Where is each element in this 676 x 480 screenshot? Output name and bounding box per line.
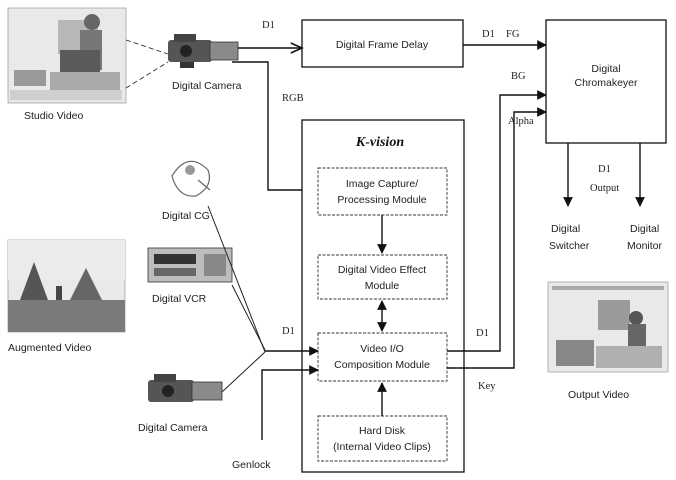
image-capture-label-1: Image Capture/ xyxy=(346,178,418,190)
digital-monitor-label-2: Monitor xyxy=(627,240,663,252)
digital-camera-bottom-icon xyxy=(148,374,222,402)
k-vision-title: K-vision xyxy=(355,135,404,150)
digital-monitor-label-1: Digital xyxy=(630,223,659,235)
image-capture-module xyxy=(318,168,447,215)
signal-alpha: Alpha xyxy=(508,116,534,127)
signal-key: Key xyxy=(478,381,496,392)
signal-d1-out: D1 xyxy=(476,328,489,339)
digital-frame-delay-label: Digital Frame Delay xyxy=(336,39,429,51)
studio-video-image xyxy=(8,8,126,103)
digital-cg-icon xyxy=(172,161,210,196)
hard-disk-label-2: (Internal Video Clips) xyxy=(333,441,431,453)
chromakeyer-label-2: Chromakeyer xyxy=(574,77,638,89)
augmented-video-label: Augmented Video xyxy=(8,342,91,354)
dve-label-2: Module xyxy=(365,280,400,292)
line-vcr-to-io xyxy=(232,285,265,350)
video-io-label-1: Video I/O xyxy=(360,343,404,355)
signal-d1-in: D1 xyxy=(282,326,295,337)
digital-switcher-label-1: Digital xyxy=(551,223,580,235)
digital-vcr-label: Digital VCR xyxy=(152,293,207,305)
digital-cg-label: Digital CG xyxy=(162,210,210,222)
signal-fg: FG xyxy=(506,29,520,40)
image-capture-label-2: Processing Module xyxy=(337,194,426,206)
video-io-label-2: Composition Module xyxy=(334,359,430,371)
digital-switcher-label-2: Switcher xyxy=(549,240,590,252)
output-video-image xyxy=(548,282,668,372)
chromakeyer-label-1: Digital xyxy=(591,63,620,75)
digital-camera-bottom-label: Digital Camera xyxy=(138,422,208,434)
digital-vcr-icon xyxy=(148,248,232,282)
d1-output-label-1: D1 xyxy=(598,164,611,175)
dve-label-1: Digital Video Effect xyxy=(338,264,426,276)
camera-view-line-bottom xyxy=(126,62,168,88)
signal-d1-top: D1 xyxy=(262,20,275,31)
hard-disk-module xyxy=(318,416,447,461)
signal-rgb: RGB xyxy=(282,93,304,104)
augmented-video-image xyxy=(8,240,125,332)
signal-genlock: Genlock xyxy=(232,459,271,471)
signal-d1-fg: D1 xyxy=(482,29,495,40)
video-io-composition-module xyxy=(318,333,447,381)
digital-camera-top-icon xyxy=(168,34,238,68)
signal-bg: BG xyxy=(511,71,526,82)
digital-camera-top-label: Digital Camera xyxy=(172,80,242,92)
hard-disk-label-1: Hard Disk xyxy=(359,425,406,437)
line-camera-to-io xyxy=(222,352,265,392)
camera-view-line-top xyxy=(126,40,168,54)
output-video-label: Output Video xyxy=(568,389,629,401)
d1-output-label-2: Output xyxy=(590,183,619,194)
digital-video-effect-module xyxy=(318,255,447,299)
studio-video-label: Studio Video xyxy=(24,110,84,122)
